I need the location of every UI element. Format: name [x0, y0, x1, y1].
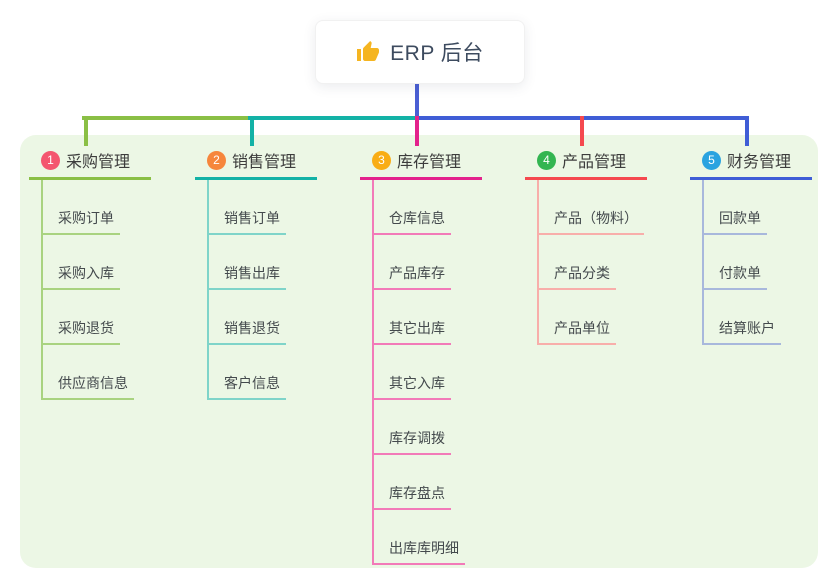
- branch-number-badge: 2: [207, 150, 226, 170]
- branch-number-badge: 1: [41, 150, 60, 170]
- child-row: 出库库明细: [372, 510, 525, 565]
- branch-heading-3[interactable]: 3 库存管理: [360, 146, 482, 180]
- child-node[interactable]: 仓库信息: [372, 208, 451, 235]
- child-node[interactable]: 结算账户: [702, 318, 781, 345]
- child-node[interactable]: 产品（物料）: [537, 208, 644, 235]
- children-connector-line: [372, 180, 374, 564]
- branch-3: 3 库存管理仓库信息产品库存其它出库其它入库库存调拨库存盘点出库库明细: [360, 116, 525, 565]
- thumbs-up-icon: [356, 40, 380, 64]
- child-row: 仓库信息: [372, 180, 525, 235]
- child-row: 其它出库: [372, 290, 525, 345]
- child-node[interactable]: 供应商信息: [41, 373, 134, 400]
- branch-children: 回款单付款单结算账户: [702, 180, 839, 345]
- child-node[interactable]: 回款单: [702, 208, 767, 235]
- child-row: 销售出库: [207, 235, 360, 290]
- branch-heading-label: 产品管理: [562, 154, 627, 171]
- branch-connector-drop: [415, 116, 419, 146]
- child-node[interactable]: 付款单: [702, 263, 767, 290]
- child-row: 销售退货: [207, 290, 360, 345]
- mindmap-panel: [20, 135, 818, 568]
- child-row: 产品（物料）: [537, 180, 690, 235]
- children-connector-line: [537, 180, 539, 344]
- child-row: 采购入库: [41, 235, 194, 290]
- child-node[interactable]: 产品库存: [372, 263, 451, 290]
- child-node[interactable]: 销售出库: [207, 263, 286, 290]
- child-row: 产品单位: [537, 290, 690, 345]
- branch-heading-5[interactable]: 5 财务管理: [690, 146, 812, 180]
- branch-children: 产品（物料） 产品分类产品单位: [537, 180, 690, 345]
- child-row: 供应商信息: [41, 345, 194, 400]
- child-row: 其它入库: [372, 345, 525, 400]
- root-connector-vertical: [415, 82, 419, 120]
- child-row: 付款单: [702, 235, 839, 290]
- branch-5: 5 财务管理回款单付款单结算账户: [690, 116, 839, 345]
- root-title: ERP 后台: [390, 42, 484, 65]
- branch-heading-2[interactable]: 2 销售管理: [195, 146, 317, 180]
- child-node[interactable]: 库存调拨: [372, 428, 451, 455]
- child-node[interactable]: 采购订单: [41, 208, 120, 235]
- branch-1: 1 采购管理采购订单采购入库采购退货供应商信息: [29, 116, 194, 400]
- branch-heading-label: 销售管理: [232, 154, 297, 171]
- child-row: 库存调拨: [372, 400, 525, 455]
- branch-number-badge: 3: [372, 150, 391, 170]
- child-node[interactable]: 产品分类: [537, 263, 616, 290]
- child-node[interactable]: 采购入库: [41, 263, 120, 290]
- branch-number-badge: 4: [537, 150, 556, 170]
- branch-number-badge: 5: [702, 150, 721, 170]
- connector-horizontal-left-green: [82, 116, 252, 120]
- branch-connector-drop: [745, 116, 749, 146]
- child-node[interactable]: 出库库明细: [372, 538, 465, 565]
- child-node[interactable]: 采购退货: [41, 318, 120, 345]
- branch-2: 2 销售管理销售订单销售出库销售退货客户信息: [195, 116, 360, 400]
- branch-heading-1[interactable]: 1 采购管理: [29, 146, 151, 180]
- child-row: 产品库存: [372, 235, 525, 290]
- child-node[interactable]: 其它入库: [372, 373, 451, 400]
- children-connector-line: [207, 180, 209, 399]
- child-node[interactable]: 产品单位: [537, 318, 616, 345]
- child-node[interactable]: 库存盘点: [372, 483, 451, 510]
- branch-children: 销售订单销售出库销售退货客户信息: [207, 180, 360, 400]
- branch-connector-drop: [84, 116, 88, 146]
- connector-horizontal-left-teal: [248, 116, 419, 120]
- branch-children: 仓库信息产品库存其它出库其它入库库存调拨库存盘点出库库明细: [372, 180, 525, 565]
- branch-connector-drop: [580, 116, 584, 146]
- child-row: 采购退货: [41, 290, 194, 345]
- child-row: 回款单: [702, 180, 839, 235]
- branch-heading-label: 采购管理: [66, 154, 131, 171]
- branch-heading-label: 库存管理: [397, 154, 462, 171]
- child-row: 库存盘点: [372, 455, 525, 510]
- branch-children: 采购订单采购入库采购退货供应商信息: [41, 180, 194, 400]
- child-node[interactable]: 客户信息: [207, 373, 286, 400]
- child-row: 结算账户: [702, 290, 839, 345]
- branch-connector-drop: [250, 116, 254, 146]
- child-row: 采购订单: [41, 180, 194, 235]
- child-row: 客户信息: [207, 345, 360, 400]
- root-node[interactable]: ERP 后台: [315, 20, 525, 84]
- child-row: 销售订单: [207, 180, 360, 235]
- child-row: 产品分类: [537, 235, 690, 290]
- branch-4: 4 产品管理产品（物料） 产品分类产品单位: [525, 116, 690, 345]
- child-node[interactable]: 销售订单: [207, 208, 286, 235]
- child-node[interactable]: 销售退货: [207, 318, 286, 345]
- children-connector-line: [702, 180, 704, 344]
- children-connector-line: [41, 180, 43, 399]
- branch-heading-4[interactable]: 4 产品管理: [525, 146, 647, 180]
- branch-heading-label: 财务管理: [727, 154, 792, 171]
- child-node[interactable]: 其它出库: [372, 318, 451, 345]
